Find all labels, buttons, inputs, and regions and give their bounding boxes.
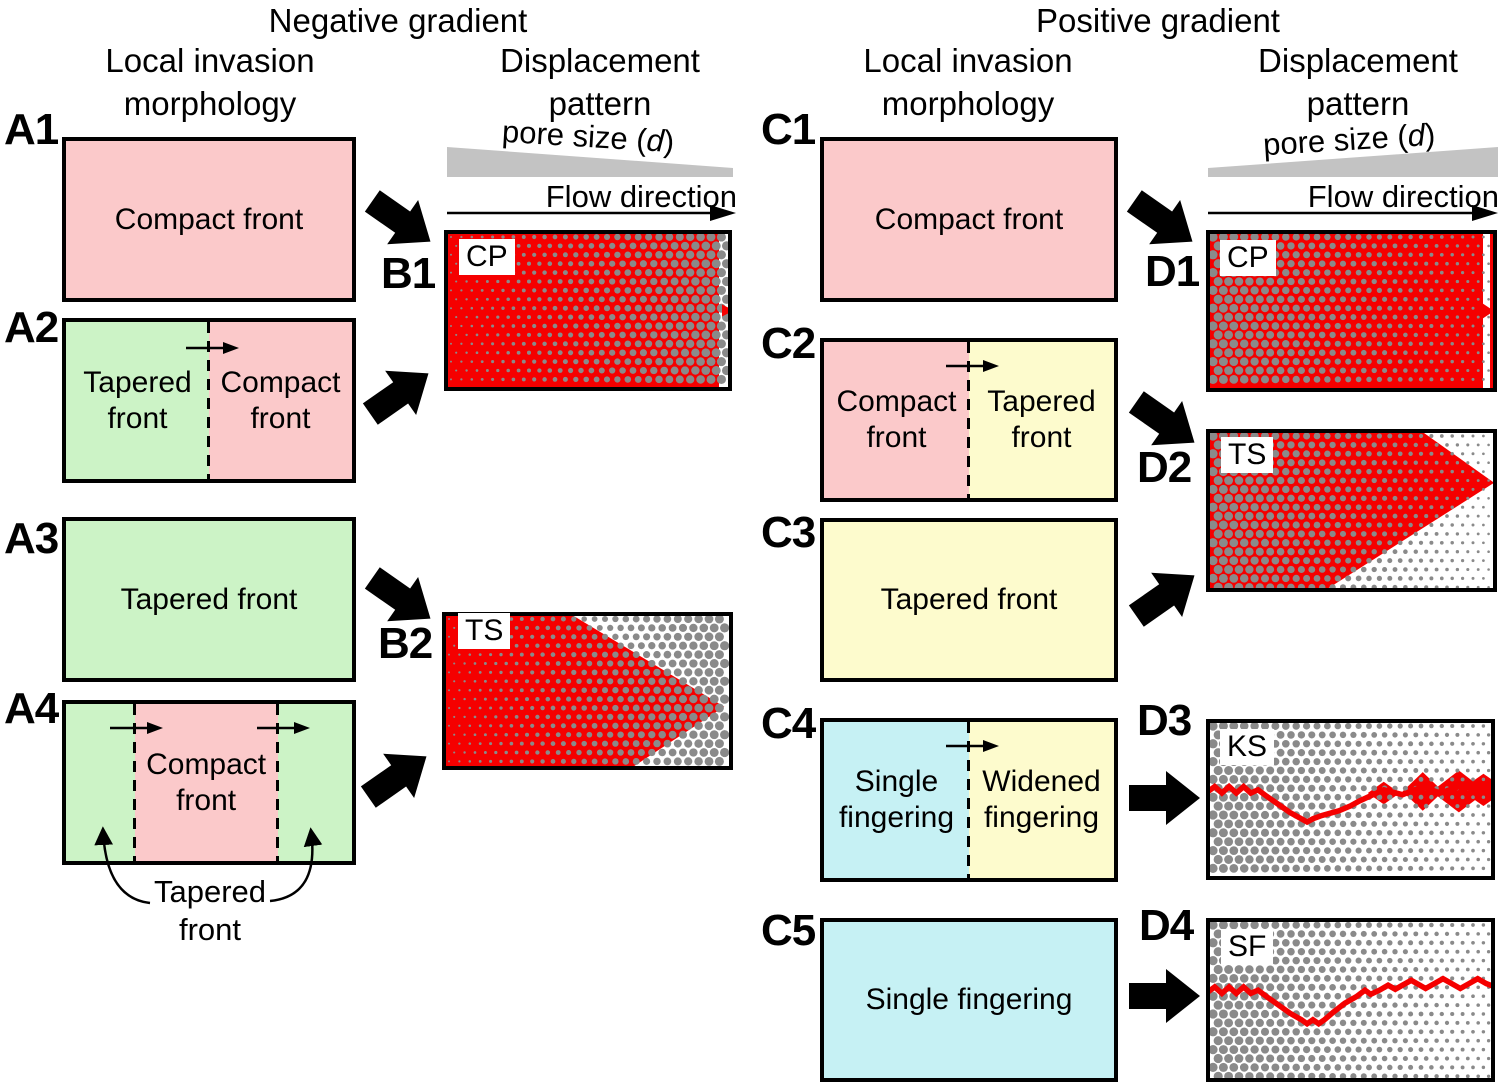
breakthrough-notch — [722, 304, 732, 317]
advance-arrow-icon — [257, 722, 310, 734]
negative-gradient-title: Negative gradient — [268, 2, 528, 39]
pattern-code-label-d2: TS — [1221, 437, 1274, 473]
front-type-label: Compact front — [209, 322, 352, 479]
morphology-box-c1: Compact front — [820, 137, 1118, 302]
widened-finger-diamond — [1402, 772, 1443, 811]
advance-arrow-icon — [186, 342, 239, 354]
grain-dots — [1208, 431, 1490, 592]
pattern-code-label-d4: SF — [1221, 929, 1274, 965]
breakthrough-notch — [1482, 303, 1494, 319]
morphology-box-c4: Single fingering Widened fingering — [820, 718, 1118, 882]
column-header-pattern-right: Displacement pattern — [1258, 42, 1458, 122]
morphology-box-c3: Tapered front — [820, 518, 1118, 682]
front-boundary-dashed-line — [132, 704, 136, 861]
column-header-pattern-left: Displacement pattern — [500, 42, 700, 122]
row-label-d3: D3 — [1137, 696, 1192, 745]
finger-path — [1206, 975, 1495, 1028]
front-type-label: Tapered front — [66, 521, 352, 678]
front-type-label: Compact front — [66, 141, 352, 298]
front-boundary-dashed-line — [207, 322, 210, 479]
morphology-box-a1: Compact front — [62, 137, 356, 302]
row-label-a4: A4 — [4, 684, 59, 733]
row-label-c4: C4 — [761, 699, 816, 748]
pattern-code-label-d3: KS — [1220, 729, 1275, 765]
front-boundary-dashed-line — [967, 722, 970, 878]
row-label-c1: C1 — [761, 105, 816, 154]
row-label-a3: A3 — [4, 514, 59, 563]
pattern-code-label-d1: CP — [1220, 240, 1276, 276]
front-type-label: Single fingering — [824, 922, 1114, 1078]
flow-mapping-arrow — [1129, 771, 1200, 825]
row-label-c2: C2 — [761, 319, 816, 368]
advance-arrow-icon — [946, 740, 999, 752]
row-label-c3: C3 — [761, 508, 816, 557]
front-type-label: Compact front — [824, 141, 1114, 298]
row-label-d4: D4 — [1139, 901, 1194, 950]
tapered-front-annotation: Tapered front — [153, 874, 267, 947]
flow-mapping-arrow — [1128, 572, 1195, 627]
front-type-label: Tapered front — [66, 322, 209, 479]
row-label-c5: C5 — [761, 906, 816, 955]
row-label-d1: D1 — [1145, 247, 1200, 296]
morphology-box-c2: Compact front Tapered front — [820, 338, 1118, 502]
row-label-d2: D2 — [1137, 443, 1192, 492]
front-boundary-dashed-line — [275, 704, 279, 861]
positive-gradient-title: Positive gradient — [1036, 2, 1280, 39]
morphology-box-a3: Tapered front — [62, 517, 356, 682]
row-label-a1: A1 — [4, 105, 59, 154]
pattern-code-label-b2: TS — [458, 613, 511, 649]
row-label-b2: B2 — [378, 619, 433, 668]
row-label-a2: A2 — [4, 303, 59, 352]
front-boundary-dashed-line — [967, 342, 970, 498]
finger-path — [1206, 782, 1495, 826]
front-type-label: Compact front — [824, 342, 969, 498]
widened-finger-diamond — [1367, 781, 1400, 805]
pattern-box-d2 — [1206, 429, 1497, 592]
grain-dots — [448, 614, 730, 766]
column-header-morphology-right: Local invasion morphology — [863, 42, 1073, 122]
flow-direction-label-left: Flow direction — [545, 179, 737, 214]
front-type-label: Compact front — [134, 704, 278, 861]
flow-mapping-arrow — [362, 370, 429, 425]
flow-mapping-arrow — [1129, 969, 1200, 1023]
front-type-label: Widened fingering — [969, 722, 1114, 878]
pattern-code-label-b1: CP — [459, 239, 515, 275]
flow-direction-label-right: Flow direction — [1307, 179, 1499, 214]
morphology-box-c5: Single fingering — [820, 918, 1118, 1082]
advance-arrow-icon — [110, 722, 163, 734]
morphology-box-a4: Compact front — [62, 700, 356, 865]
row-label-b1: B1 — [381, 249, 436, 298]
front-type-label: Single fingering — [824, 722, 969, 878]
flow-mapping-arrow — [360, 753, 427, 808]
column-header-morphology-left: Local invasion morphology — [105, 42, 315, 122]
morphology-box-a2: Tapered front Compact front — [62, 318, 356, 483]
advance-arrow-icon — [946, 360, 999, 372]
front-type-label: Tapered front — [824, 522, 1114, 678]
